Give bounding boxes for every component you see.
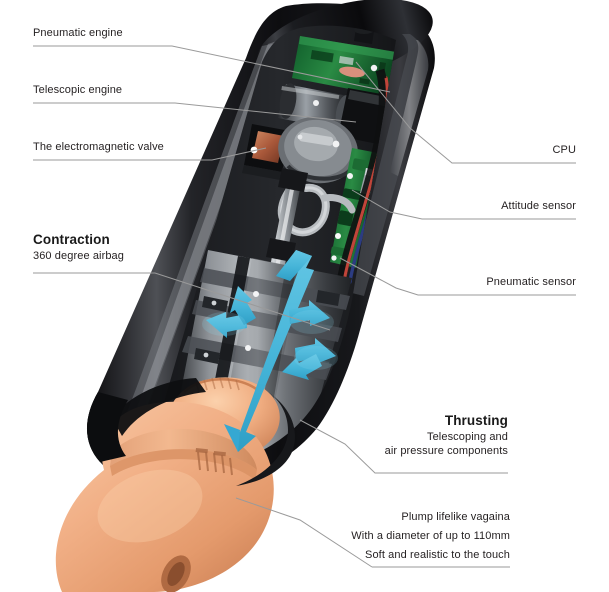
- contraction-arrow-right-lower: [295, 338, 336, 364]
- main-pcb: [292, 36, 396, 96]
- leader-attitude-sensor: [351, 189, 576, 220]
- contraction-arrow-upper-mid: [230, 286, 256, 325]
- callout-contraction-heading: Contraction: [33, 232, 110, 247]
- sleeve-body: [55, 377, 280, 592]
- callout-pneumatic-engine: Pneumatic engine: [33, 27, 123, 39]
- sleeve-description-line-3: Soft and realistic to the touch: [365, 549, 510, 561]
- contraction-arrow-lower-mid: [282, 354, 322, 380]
- callout-thrusting-line-2: air pressure components: [384, 445, 508, 457]
- callout-pneumatic-sensor: Pneumatic sensor: [486, 276, 576, 288]
- contraction-arrow-upper-left: [206, 312, 247, 338]
- air-pump-diaphragm: [278, 116, 358, 184]
- callout-cpu: CPU: [552, 144, 576, 156]
- callout-contraction-sub: 360 degree airbag: [33, 250, 124, 262]
- callout-attitude-sensor: Attitude sensor: [501, 200, 576, 212]
- callout-contraction: Contraction 360 degree airbag: [33, 231, 124, 263]
- sleeve-description-line-1: Plump lifelike vagaina: [401, 511, 510, 523]
- leader-sleeve-description-tail: [235, 497, 373, 568]
- callout-thrusting-heading: Thrusting: [444, 413, 508, 428]
- leader-telescopic-engine: [33, 102, 357, 123]
- callout-thrusting-line-1: Telescoping and: [426, 431, 508, 443]
- leader-pneumatic-engine: [33, 45, 391, 93]
- callout-thrusting: Thrusting Telescoping and air pressure c…: [385, 412, 508, 458]
- leader-cpu: [355, 61, 576, 164]
- callout-electromagnetic-valve: The electromagnetic valve: [33, 141, 164, 153]
- leader-thrusting: [299, 419, 508, 474]
- callout-telescopic-engine: Telescopic engine: [33, 84, 123, 96]
- callout-sleeve-description: Plump lifelike vagaina With a diameter o…: [351, 508, 510, 565]
- leader-pneumatic-sensor: [339, 257, 576, 296]
- sleeve-description-line-2: With a diameter of up to 110mm: [351, 530, 510, 542]
- thrust-axis-arrow: [224, 250, 314, 452]
- electromagnetic-valve-part: [242, 124, 290, 180]
- leader-electromagnetic-valve: [33, 147, 267, 161]
- leader-contraction: [33, 272, 331, 331]
